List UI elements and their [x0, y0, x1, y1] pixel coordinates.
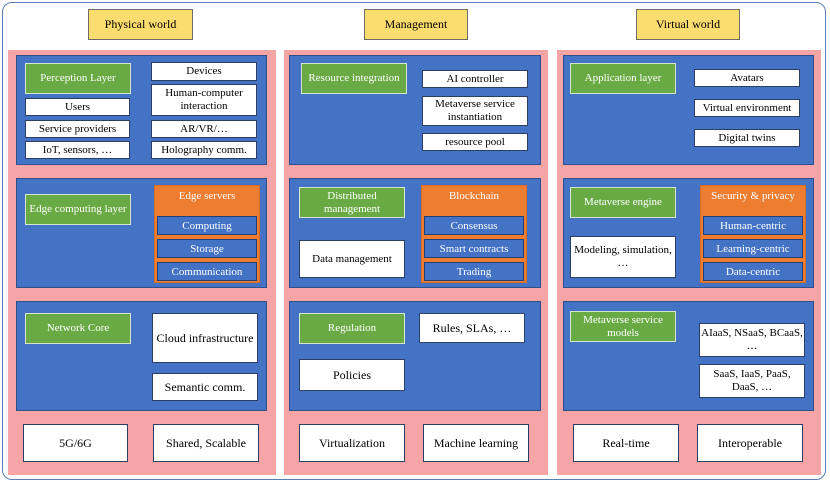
data-management-box: Data management — [299, 240, 405, 278]
modeling-simulation-box: Modeling, simulation, … — [570, 236, 676, 278]
consensus-box: Consensus — [424, 216, 524, 235]
communication-box: Communication — [157, 262, 257, 281]
metaverse-instantiation-box: Metaverse service instantiation — [422, 96, 528, 126]
semantic-comm-box: Semantic comm. — [152, 373, 258, 401]
data-centric-box: Data-centric — [703, 262, 803, 281]
metaverse-service-models-label: Metaverse service models — [570, 311, 676, 342]
policies-box: Policies — [299, 359, 405, 391]
network-core-label: Network Core — [25, 313, 131, 344]
computing-box: Computing — [157, 216, 257, 235]
rules-slas-box: Rules, SLAs, … — [419, 313, 525, 343]
header-physical-world: Physical world — [88, 9, 193, 40]
cloud-infrastructure-box: Cloud infrastructure — [152, 313, 258, 363]
ai-controller-box: AI controller — [422, 70, 528, 88]
devices-box: Devices — [151, 62, 257, 81]
human-centric-box: Human-centric — [703, 216, 803, 235]
ar-vr-box: AR/VR/… — [151, 120, 257, 138]
service-providers-box: Service providers — [25, 120, 130, 138]
resource-integration-label: Resource integration — [301, 63, 407, 94]
virtual-environment-box: Virtual environment — [694, 99, 800, 117]
hci-box: Human-computer interaction — [151, 84, 257, 116]
iot-sensors-box: IoT, sensors, … — [25, 141, 130, 159]
smart-contracts-box: Smart contracts — [424, 239, 524, 258]
learning-centric-box: Learning-centric — [703, 239, 803, 258]
header-management: Management — [364, 9, 468, 40]
avatars-box: Avatars — [694, 69, 800, 87]
virtualization-box: Virtualization — [299, 424, 405, 462]
users-box: Users — [25, 98, 130, 116]
digital-twins-box: Digital twins — [694, 129, 800, 147]
perception-layer-label: Perception Layer — [25, 63, 131, 94]
blockchain-title: Blockchain — [448, 190, 500, 202]
saas-iaas-box: SaaS, IaaS, PaaS, DaaS, … — [699, 364, 805, 398]
interoperable-box: Interoperable — [697, 424, 803, 462]
distributed-management-label: Distributed management — [299, 187, 405, 218]
trading-box: Trading — [424, 262, 524, 281]
security-privacy-title: Security & privacy — [711, 190, 795, 202]
edge-servers-title: Edge servers — [178, 190, 236, 202]
metaverse-engine-label: Metaverse engine — [570, 187, 676, 218]
header-virtual-world: Virtual world — [636, 9, 740, 40]
edge-computing-layer-label: Edge computing layer — [25, 194, 131, 225]
aiaas-nsaas-box: AIaaS, NSaaS, BCaaS, … — [699, 323, 805, 357]
application-layer-label: Application layer — [570, 63, 676, 94]
machine-learning-box: Machine learning — [423, 424, 529, 462]
real-time-box: Real-time — [573, 424, 679, 462]
resource-pool-box: resource pool — [422, 133, 528, 151]
regulation-label: Regulation — [299, 313, 405, 344]
5g-6g-box: 5G/6G — [23, 424, 128, 462]
storage-box: Storage — [157, 239, 257, 258]
shared-scalable-box: Shared, Scalable — [153, 424, 259, 462]
holography-box: Holography comm. — [151, 141, 257, 159]
